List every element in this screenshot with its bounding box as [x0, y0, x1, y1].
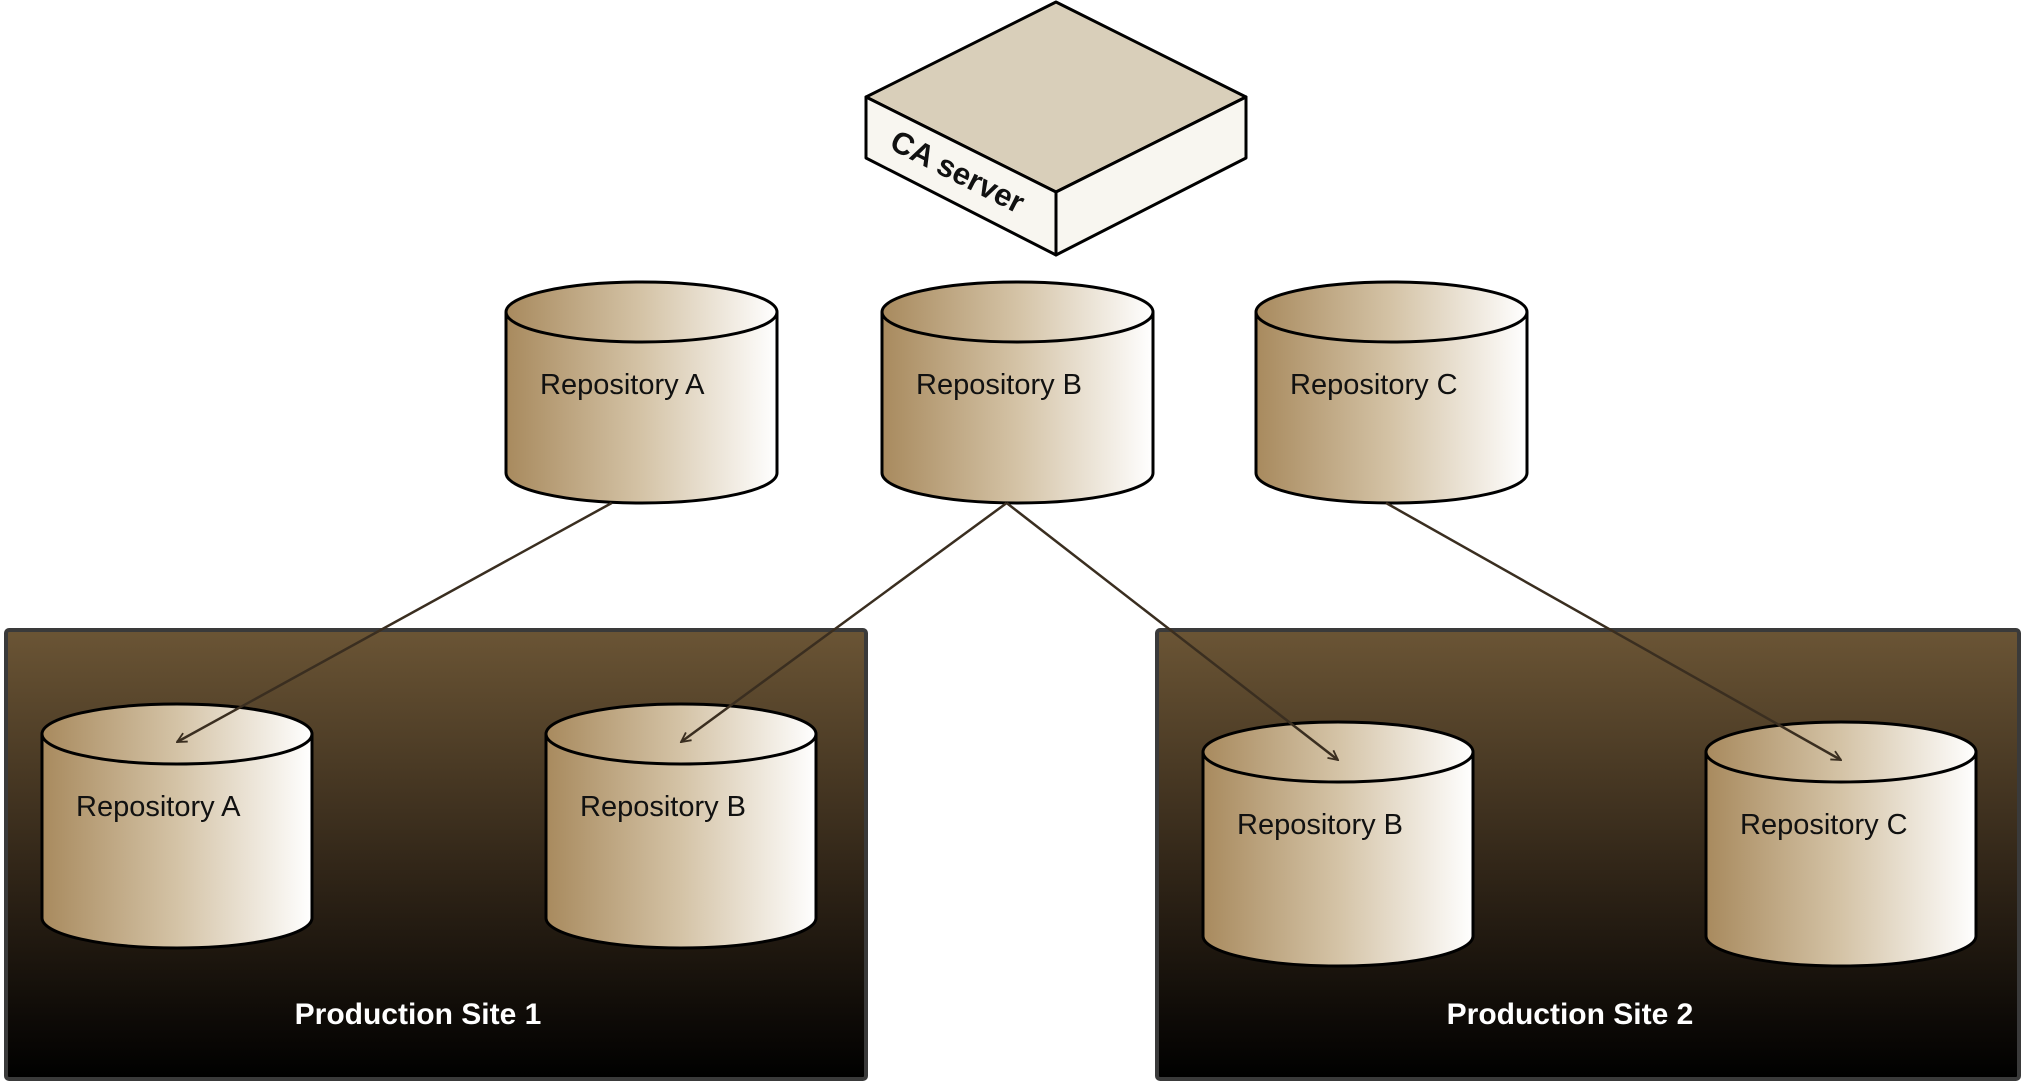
connection-arrow — [177, 501, 613, 744]
repository-cylinder[interactable]: Repository B — [880, 280, 1155, 505]
cylinder-top — [504, 280, 779, 344]
cylinder-top — [1201, 720, 1475, 784]
cylinder-top — [1704, 720, 1978, 784]
repository-label: Repository A — [76, 791, 241, 823]
cylinder-body — [40, 734, 314, 950]
cylinder-top — [40, 702, 314, 766]
repository-label: Repository C — [1740, 809, 1908, 841]
cylinder-body — [1254, 312, 1529, 505]
ca-server[interactable]: CA server — [864, 0, 1248, 257]
repository-label: Repository B — [1237, 809, 1403, 841]
connection-arrow — [1385, 501, 1841, 762]
repository-label: Repository B — [916, 369, 1082, 401]
repository-label: Repository B — [580, 791, 746, 823]
cylinder-top — [1254, 280, 1529, 344]
repository-cylinder[interactable]: Repository B — [544, 702, 818, 950]
cylinder-body — [544, 734, 818, 950]
cylinder-top — [544, 702, 818, 766]
server-side-face — [1054, 95, 1248, 257]
repository-cylinder[interactable]: Repository A — [504, 280, 779, 505]
repository-label: Repository A — [540, 369, 705, 401]
replication-connections — [177, 501, 1841, 762]
repository-label: Repository C — [1290, 369, 1458, 401]
site-title: Production Site 2 — [1447, 998, 1694, 1031]
cylinder-body — [880, 312, 1155, 505]
cylinder-top — [880, 280, 1155, 344]
connection-arrow — [681, 501, 1008, 742]
cylinder-body — [504, 312, 779, 505]
cylinder-body — [1704, 752, 1978, 968]
site-title: Production Site 1 — [295, 998, 542, 1031]
cylinder-body — [1201, 752, 1475, 968]
repository-cylinder[interactable]: Repository C — [1254, 280, 1529, 505]
connection-arrow — [1005, 502, 1338, 760]
repository-cylinder[interactable]: Repository B — [1201, 720, 1475, 968]
